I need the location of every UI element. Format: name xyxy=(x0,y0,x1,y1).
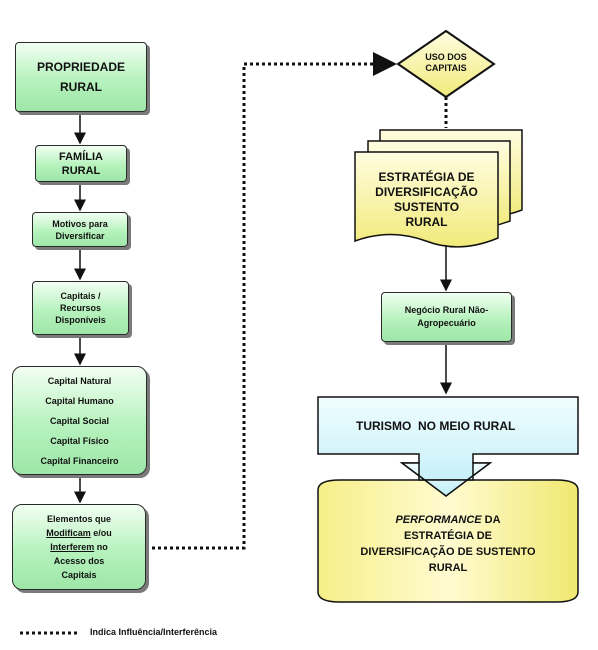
familia-line2: RURAL xyxy=(61,164,101,177)
performance-line1: PERFORMANCE DA xyxy=(325,512,571,528)
performance-line1-rest: DA xyxy=(481,514,501,526)
estrategia-line4: RURAL xyxy=(405,215,448,229)
propriedade-line1: PROPRIEDADE xyxy=(36,60,125,74)
modificam-text: Modificam xyxy=(46,528,91,538)
negocio-rural-box: Negócio Rural Não- Agropecuário xyxy=(381,292,512,342)
capital-natural: Capital Natural xyxy=(47,375,112,386)
elementos-line4: Acesso dos xyxy=(53,556,105,566)
performance-shape xyxy=(317,479,579,603)
elementos-box: Elementos que Modificam e/ou Interferem … xyxy=(12,504,146,590)
performance-italic: PERFORMANCE xyxy=(395,514,482,526)
elementos-line5: Capitais xyxy=(61,570,97,580)
dotted-influence-line xyxy=(146,52,397,550)
elementos-line3: Interferem no xyxy=(50,540,108,554)
performance-label: PERFORMANCE DA ESTRATÉGIA DE DIVERSIFICA… xyxy=(325,512,571,576)
elementos-line2-rest: e/ou xyxy=(90,528,112,538)
capitais-line1: Capitais / xyxy=(60,291,101,301)
performance-line2: ESTRATÉGIA DE xyxy=(403,530,492,542)
capital-humano: Capital Humano xyxy=(45,395,114,406)
motivos-box: Motivos para Diversificar xyxy=(32,212,128,247)
estrategia-line3: SUSTENTO xyxy=(393,200,460,214)
estrategia-line2: DIVERSIFICAÇÃO xyxy=(375,185,478,199)
uso-line1: USO DOS xyxy=(425,52,467,62)
familia-rural-box: FAMÍLIA RURAL xyxy=(35,145,127,182)
turismo-arrow-overlay xyxy=(399,462,493,497)
uso-line2: CAPITAIS xyxy=(425,63,467,73)
capital-fisico: Capital Físico xyxy=(50,435,109,446)
elementos-line3-rest: no xyxy=(94,542,108,552)
capitais-recursos-box: Capitais / Recursos Disponíveis xyxy=(32,281,129,335)
capital-social: Capital Social xyxy=(49,415,110,426)
uso-dos-capitais-diamond xyxy=(396,29,496,99)
estrategia-label: ESTRATÉGIA DE DIVERSIFICAÇÃO SUSTENTO RU… xyxy=(355,170,498,230)
uso-dos-capitais-label: USO DOS CAPITAIS xyxy=(406,52,486,74)
legend-text: Indica Influência/Interferência xyxy=(90,627,218,637)
capitais-line2: Recursos xyxy=(59,303,102,313)
elementos-line2: Modificam e/ou xyxy=(46,526,112,540)
motivos-line1: Motivos para xyxy=(52,218,108,229)
turismo-label: TURISMO NO MEIO RURAL xyxy=(356,419,516,433)
performance-line3: DIVERSIFICAÇÃO DE SUSTENTO xyxy=(360,546,536,558)
performance-line4: RURAL xyxy=(428,562,468,574)
elementos-line1: Elementos que xyxy=(46,514,111,524)
capital-financeiro: Capital Financeiro xyxy=(40,455,119,466)
interferem-text: Interferem xyxy=(50,542,95,552)
motivos-line2: Diversificar xyxy=(55,230,105,241)
negocio-line1: Negócio Rural Não- xyxy=(404,305,489,315)
propriedade-line2: RURAL xyxy=(60,80,102,94)
estrategia-line1: ESTRATÉGIA DE xyxy=(378,170,475,184)
capitais-line3: Disponíveis xyxy=(55,315,106,325)
capital-list-box: Capital Natural Capital Humano Capital S… xyxy=(12,366,147,475)
propriedade-rural-box: PROPRIEDADE RURAL xyxy=(15,42,147,112)
strategy-doc-front xyxy=(354,151,499,248)
familia-line1: FAMÍLIA xyxy=(59,150,103,163)
negocio-line2: Agropecuário xyxy=(417,318,476,328)
